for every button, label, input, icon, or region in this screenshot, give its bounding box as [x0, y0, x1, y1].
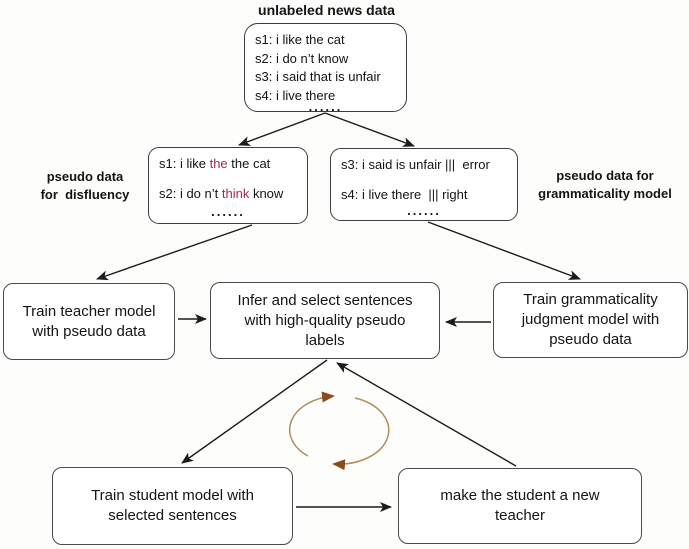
sentence-line: s1: i like the the cat [149, 155, 307, 173]
train-student-box: Train student model with selected senten… [52, 467, 293, 545]
arrow-top-to-grammaticality [324, 112, 415, 147]
text-segment: s2: i do n’t [159, 186, 222, 201]
train-grammaticality-box: Train grammaticality judgment model with… [493, 282, 688, 358]
arrow-infer-to-student [181, 359, 328, 464]
sentence-line: s4: i live there ||| right [341, 187, 468, 202]
sentence-line: s2: i do n’t think know [149, 185, 307, 203]
grammaticality-pseudo-box: s3: i said is unfair ||| error s4: i liv… [330, 148, 518, 221]
disfluency-label: pseudo data for disfluency [40, 169, 130, 202]
sentence-s1: s1: i like the cat [255, 32, 345, 47]
sentence-line: s3: i said is unfair ||| error [341, 157, 490, 172]
train-teacher-box: Train teacher model with pseudo data [3, 283, 175, 360]
unlabeled-news-box: s1: i like the cat s2: i do n’t know s3:… [244, 23, 407, 114]
grammaticality-label: pseudo data for grammaticality model [538, 168, 672, 201]
arrow-disfluency-to-teacher [96, 224, 253, 281]
ellipsis: ...... [308, 99, 343, 114]
ellipsis: ...... [407, 203, 441, 218]
text-segment: the cat [227, 156, 271, 171]
sentence-s2: s2: i do n’t know [255, 50, 349, 66]
disfluent-word: the [209, 156, 228, 171]
text-segment: know [249, 186, 284, 201]
disfluent-word: think [221, 186, 250, 201]
infer-select-box: Infer and select sentences with high-qua… [210, 282, 440, 359]
ellipsis: ...... [211, 204, 245, 219]
arrow-top-to-disfluency [238, 112, 326, 146]
sentence-s4: s4: i live there [255, 87, 336, 103]
cycle-arc-left [288, 391, 335, 457]
arrow-grammaticality-to-gram-model [427, 221, 581, 280]
cycle-arc-right [332, 397, 390, 471]
make-new-teacher-box: make the student a new teacher [398, 468, 642, 544]
sentence-s3: s3: i said that is unfair [255, 69, 381, 84]
diagram-title: unlabeled news data [258, 2, 395, 18]
text-segment: s1: i like [159, 156, 210, 171]
disfluency-pseudo-box: s1: i like the the cat s2: i do n’t thin… [148, 147, 308, 224]
cycle-arrows-icon [288, 391, 390, 471]
arrow-new-teacher-to-infer [336, 362, 517, 467]
